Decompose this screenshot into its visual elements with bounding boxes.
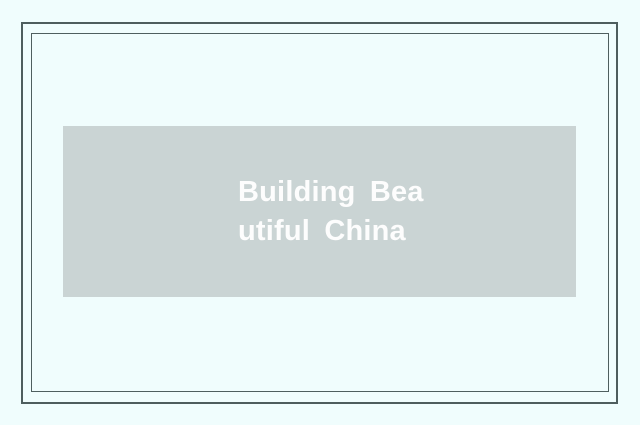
- title-banner: Building Bea utiful China: [63, 126, 576, 297]
- banner-title-text: Building Bea utiful China: [238, 175, 424, 247]
- decorative-inner-frame: [31, 33, 609, 392]
- decorative-outer-frame: [21, 22, 618, 404]
